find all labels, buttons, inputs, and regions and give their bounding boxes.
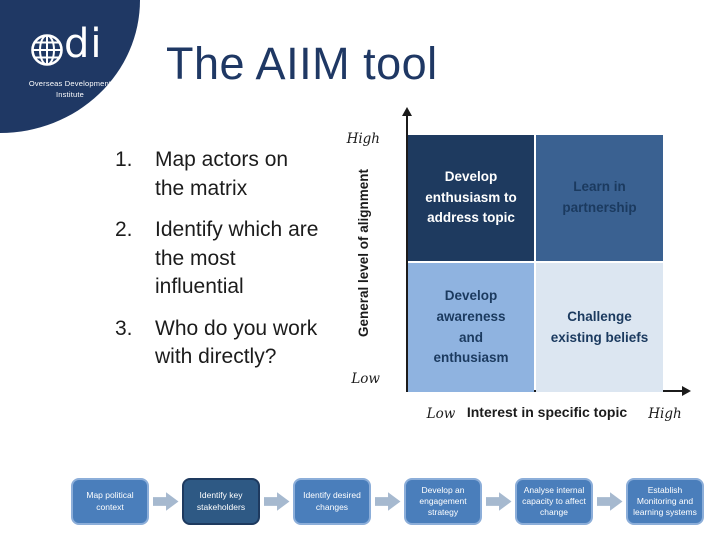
- right-block-arrow-icon: [596, 492, 623, 511]
- list-item-number: 2.: [115, 218, 133, 242]
- flow-step-analyse-internal-capacity: Analyse internal capacity to affect chan…: [515, 478, 593, 525]
- right-block-arrow-icon: [152, 492, 179, 511]
- x-axis-low-label: Low: [426, 406, 456, 422]
- process-flow: Map political context Identify key stake…: [71, 478, 704, 525]
- list-item: 2. Identify which are the most influenti…: [115, 216, 323, 302]
- logo-org-name: Overseas Development Institute: [10, 78, 130, 101]
- logo-org-line1: Overseas Development: [28, 79, 112, 88]
- list-item: 3. Who do you work with directly?: [115, 315, 323, 372]
- odi-logo-corner: di Overseas Development Institute: [0, 0, 140, 133]
- y-axis-low-label: Low: [351, 371, 380, 387]
- globe-icon: [31, 34, 63, 66]
- x-axis-high-label: High: [648, 406, 682, 422]
- y-axis-high-label: High: [346, 131, 380, 147]
- instruction-list: 1. Map actors on the matrix 2. Identify …: [115, 146, 323, 385]
- right-block-arrow-icon: [485, 492, 512, 511]
- matrix-quadrant-bottom-right: Challenge existing beliefs: [536, 263, 663, 392]
- x-axis-title: Interest in specific topic: [466, 404, 628, 420]
- page-title: The AIIM tool: [166, 38, 438, 89]
- list-item-text: Who do you work with directly?: [155, 316, 318, 369]
- y-axis-title: General level of alignment: [356, 168, 371, 338]
- odi-logo: di: [30, 24, 103, 67]
- list-item-text: Map actors on the matrix: [155, 148, 289, 200]
- logo-org-line2: Institute: [55, 90, 85, 100]
- flow-step-establish-monitoring-learning: Establish Monitoring and learning system…: [626, 478, 704, 525]
- alignment-interest-matrix: Develop enthusiasm to address topic Lear…: [408, 135, 663, 392]
- flow-step-identify-key-stakeholders: Identify key stakeholders: [182, 478, 260, 525]
- matrix-quadrant-top-right: Learn in partnership: [536, 135, 663, 261]
- y-axis-line: [406, 116, 408, 392]
- list-item: 1. Map actors on the matrix: [115, 146, 323, 203]
- flow-step-develop-engagement-strategy: Develop an engagement strategy: [404, 478, 482, 525]
- logo-wordmark: di: [64, 21, 103, 67]
- list-item-number: 1.: [115, 148, 133, 171]
- right-block-arrow-icon: [374, 492, 401, 511]
- matrix-quadrant-bottom-left: Develop awareness and enthusiasm: [408, 263, 534, 392]
- up-arrow-icon: [402, 107, 412, 116]
- list-item-text: Identify which are the most influential: [155, 218, 319, 299]
- right-arrow-icon: [682, 386, 691, 396]
- right-block-arrow-icon: [263, 492, 290, 511]
- matrix-quadrant-top-left: Develop enthusiasm to address topic: [408, 135, 534, 261]
- flow-step-map-political-context: Map political context: [71, 478, 149, 525]
- flow-step-identify-desired-changes: Identify desired changes: [293, 478, 371, 525]
- list-item-number: 3.: [115, 316, 133, 340]
